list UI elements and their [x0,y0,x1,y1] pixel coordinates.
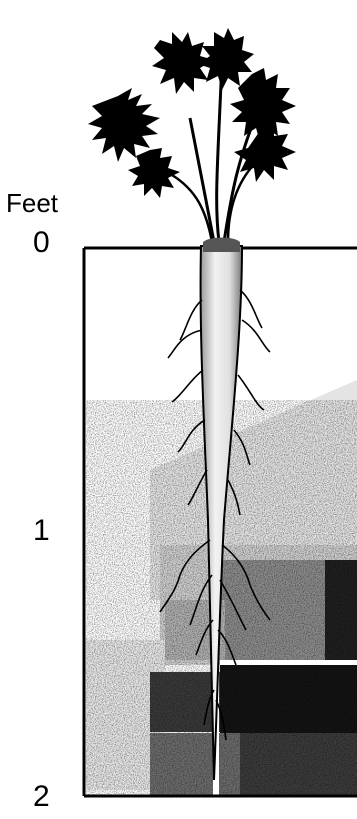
carrot-foliage [88,28,296,242]
carrot-crown [203,238,240,253]
leaf-cluster-lower-right [234,124,296,182]
soil-layer-gap [220,660,357,665]
leaf-cluster-lower-left [128,148,180,198]
